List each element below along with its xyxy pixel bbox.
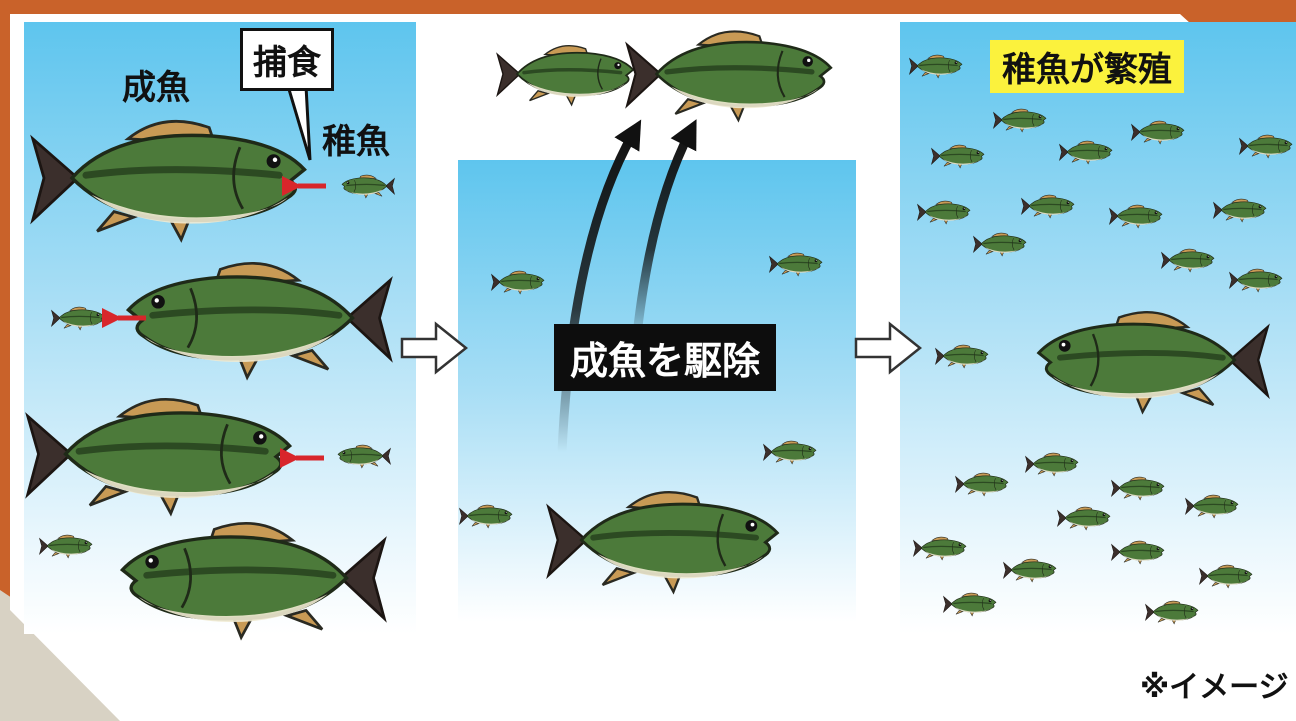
image-note: ※イメージ xyxy=(1140,670,1289,705)
juvenile-fish-l3 xyxy=(337,444,391,469)
predation-callout: 捕食 xyxy=(240,28,334,91)
removed-adult-2 xyxy=(625,30,833,123)
juvenile-fish-r3 xyxy=(931,144,985,169)
adult-fish-1 xyxy=(30,119,307,243)
adult-fish-3 xyxy=(25,398,293,517)
juvenile-fish-r22 xyxy=(1111,540,1165,565)
step-arrow-1 xyxy=(400,321,469,375)
juvenile-fish-r4 xyxy=(1059,140,1113,165)
step-arrow-2 xyxy=(854,321,923,375)
juvenile-fish-r7 xyxy=(917,200,971,225)
removal-arrow-1 xyxy=(557,119,642,457)
adult-fish-label: 成魚 xyxy=(122,68,190,108)
juvenile-fish-r23 xyxy=(1199,564,1253,589)
juvenile-fish-r10 xyxy=(1213,198,1267,223)
juvenile-fish-m1 xyxy=(491,270,545,295)
juvenile-fish-r14 xyxy=(935,344,989,369)
juvenile-fish-r12 xyxy=(1161,248,1215,273)
juvenile-fish-r1 xyxy=(909,54,963,79)
juvenile-fish-m4 xyxy=(459,504,513,529)
juvenile-fish-l2 xyxy=(51,306,105,331)
juvenile-fish-r13 xyxy=(1229,268,1283,293)
removal-arrow-2 xyxy=(631,119,697,349)
removed-adult-1 xyxy=(496,44,635,107)
juvenile-fish-r24 xyxy=(943,592,997,617)
juvenile-fish-r25 xyxy=(1145,600,1199,625)
remaining-adult xyxy=(546,491,780,595)
adult-fish-4 xyxy=(119,522,387,641)
juvenile-fish-r6 xyxy=(1239,134,1293,159)
juvenile-fish-r5 xyxy=(1131,120,1185,145)
juvenile-fish-label: 稚魚 xyxy=(322,122,390,162)
adult-fish-2 xyxy=(125,262,393,381)
juvenile-fish-l4 xyxy=(39,534,93,559)
callout-pointer xyxy=(285,84,312,161)
juvenile-fish-l1 xyxy=(341,174,395,199)
juvenile-fish-r11 xyxy=(973,232,1027,257)
juveniles-breed-label: 稚魚が繁殖 xyxy=(990,40,1184,93)
adult-fish-survivor xyxy=(1036,311,1270,415)
juvenile-fish-r8 xyxy=(1021,194,1075,219)
juvenile-fish-m2 xyxy=(769,252,823,277)
juvenile-fish-r15 xyxy=(955,472,1009,497)
juvenile-fish-r16 xyxy=(1025,452,1079,477)
juvenile-fish-r20 xyxy=(913,536,967,561)
juvenile-fish-r18 xyxy=(1185,494,1239,519)
juvenile-fish-r2 xyxy=(993,108,1047,133)
juvenile-fish-r21 xyxy=(1003,558,1057,583)
juvenile-fish-m3 xyxy=(763,440,817,465)
juvenile-fish-r17 xyxy=(1111,476,1165,501)
juvenile-fish-r19 xyxy=(1057,506,1111,531)
remove-adults-banner: 成魚を駆除 xyxy=(554,324,777,391)
juvenile-fish-r9 xyxy=(1109,204,1163,229)
